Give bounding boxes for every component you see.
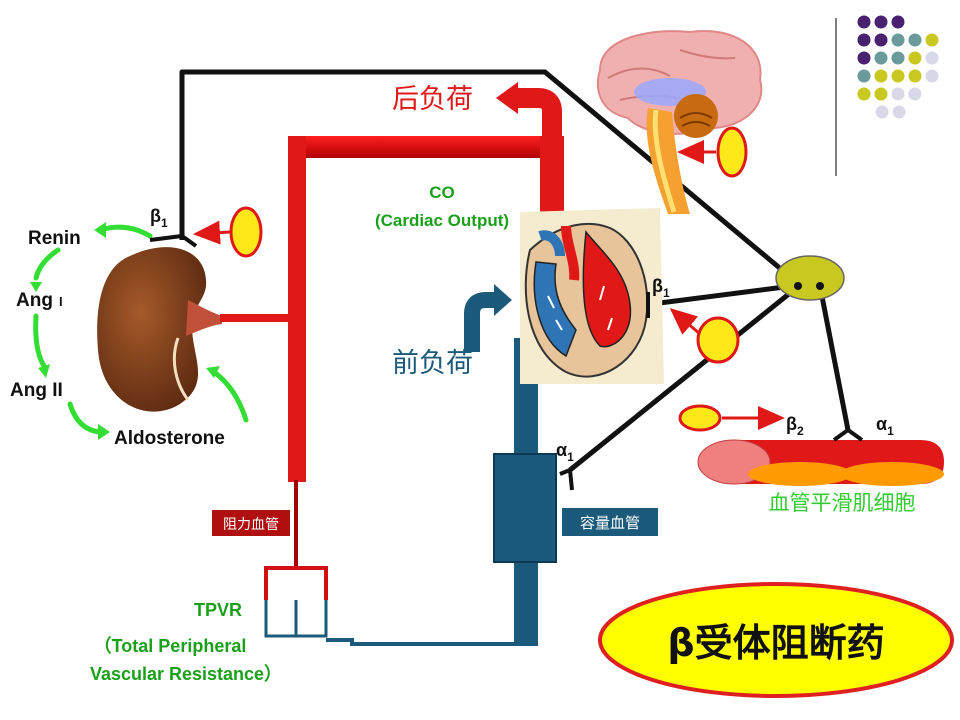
afterload-label: 后负荷 bbox=[392, 84, 473, 115]
drug-ovals bbox=[193, 126, 785, 432]
decor-dot bbox=[891, 69, 905, 83]
decor-dot bbox=[908, 33, 922, 47]
receptor-terminals bbox=[149, 233, 864, 491]
tpvr-full-line2: Vascular Resistance） bbox=[90, 664, 282, 684]
afterload-arrow bbox=[496, 82, 562, 140]
alpha1-vein-label: α1 bbox=[556, 440, 574, 464]
smooth-muscle-label: 血管平滑肌细胞 bbox=[769, 491, 916, 515]
aldosterone-label: Aldosterone bbox=[114, 428, 225, 449]
decor-dot bbox=[908, 87, 922, 101]
decor-dot bbox=[857, 51, 871, 65]
beta1-kidney-label: β1 bbox=[150, 206, 168, 230]
decor-dot bbox=[857, 87, 871, 101]
resistance-vessel-label: 阻力血管 bbox=[223, 517, 279, 533]
co-label: CO bbox=[429, 183, 455, 202]
preload-label: 前负荷 bbox=[392, 348, 473, 379]
tpvr-label: TPVR bbox=[194, 600, 242, 620]
decor-dot bbox=[874, 33, 888, 47]
decor-dot bbox=[857, 33, 871, 47]
decor-dot bbox=[857, 15, 871, 29]
ang2-label: Ang II bbox=[10, 380, 63, 401]
resistance-vessel-box bbox=[212, 510, 290, 536]
decor-dot bbox=[857, 69, 871, 83]
kidney-illustration bbox=[97, 247, 222, 412]
ganglion-node bbox=[794, 282, 802, 290]
decor-dot bbox=[874, 15, 888, 29]
decor-dot bbox=[874, 87, 888, 101]
raas-cycle-arrows bbox=[33, 224, 249, 435]
decor-dot bbox=[908, 69, 922, 83]
decor-dot bbox=[891, 15, 905, 29]
venous-tubes bbox=[264, 338, 557, 646]
alpha1-muscle-label: α1 bbox=[876, 414, 894, 438]
raas-arrowheads bbox=[30, 222, 220, 440]
heart-illustration bbox=[520, 208, 664, 384]
decor-dot-grid bbox=[857, 15, 939, 119]
decor-dot bbox=[925, 33, 939, 47]
decor-dot bbox=[891, 33, 905, 47]
beta2-muscle-label: β2 bbox=[786, 414, 804, 438]
brain-illustration bbox=[596, 30, 763, 214]
beta1-heart-label: β1 bbox=[652, 276, 670, 300]
decor-dot bbox=[925, 69, 939, 83]
decor-dot bbox=[892, 105, 906, 119]
title-text: β受体阻断药 bbox=[667, 621, 884, 665]
capacitance-vessel-box bbox=[562, 508, 658, 536]
ganglion-node bbox=[816, 282, 824, 290]
co-full-label: (Cardiac Output) bbox=[375, 211, 509, 230]
decor-dot bbox=[908, 51, 922, 65]
decor-dot bbox=[925, 51, 939, 65]
preload-arrow bbox=[464, 284, 512, 352]
decor-dot bbox=[874, 51, 888, 65]
decor-dot bbox=[875, 105, 889, 119]
smooth-muscle-cell bbox=[697, 439, 944, 486]
sympathetic-ganglion bbox=[775, 255, 845, 301]
capacitance-vessel-label: 容量血管 bbox=[580, 514, 640, 532]
renin-label: Renin bbox=[28, 228, 81, 249]
decor-dot bbox=[891, 51, 905, 65]
decor-dot bbox=[891, 87, 905, 101]
title-ellipse bbox=[598, 582, 954, 698]
tpvr-full-line1: （Total Peripheral bbox=[94, 636, 247, 656]
decor-dot bbox=[874, 69, 888, 83]
